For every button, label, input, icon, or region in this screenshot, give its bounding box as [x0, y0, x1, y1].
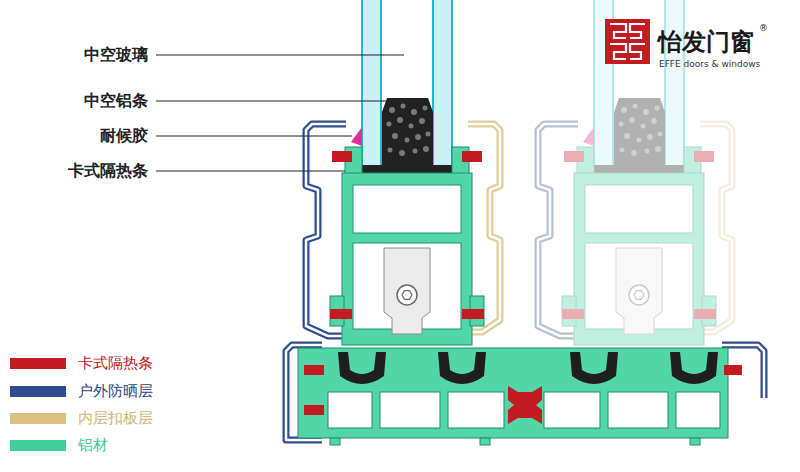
logo-pattern	[610, 44, 626, 59]
thermal-strip	[304, 365, 742, 424]
frame-chamber	[328, 392, 372, 428]
legend-swatch	[10, 413, 66, 424]
frame-chamber	[544, 392, 600, 428]
legend-label: 内层扣板层	[78, 407, 153, 429]
part-label: 中空玻璃	[84, 45, 148, 64]
thermal-strip	[304, 365, 324, 375]
leader-line	[156, 135, 352, 136]
thermal-strip	[724, 365, 742, 375]
frame-foot	[480, 438, 490, 445]
part-label: 卡式隔热条	[68, 161, 148, 180]
legend-swatch	[10, 440, 66, 451]
frame-chamber	[448, 392, 504, 428]
thermal-strip	[508, 386, 542, 424]
legend-swatch	[10, 386, 66, 397]
logo-pattern	[630, 44, 645, 59]
logo-pattern	[630, 24, 645, 38]
rubber-gasket	[338, 352, 718, 384]
logo-pattern	[610, 24, 626, 38]
logo-square	[605, 19, 650, 64]
legend-label: 户外防晒层	[78, 380, 153, 402]
logo-pattern	[610, 24, 645, 59]
legend-label: 卡式隔热条	[78, 352, 153, 374]
leader-line	[156, 54, 404, 55]
frame-body	[298, 348, 728, 438]
rubber-gasket	[338, 352, 386, 384]
rubber-gasket	[570, 352, 618, 384]
frame-foot	[690, 438, 700, 445]
frame-chamber	[608, 392, 668, 428]
leader-line	[156, 100, 386, 101]
sash-profile	[306, 0, 500, 345]
leader-line	[156, 170, 345, 171]
brand-slogan: EFFE doors & windows	[659, 59, 760, 70]
thermal-strip	[304, 405, 324, 415]
frame-chamber	[380, 392, 440, 428]
rubber-gasket	[438, 352, 486, 384]
part-label: 中空铝条	[84, 91, 148, 110]
frame-chamber	[676, 392, 720, 428]
brand-name: 怡发门窗	[658, 28, 754, 57]
rubber-gasket	[670, 352, 718, 384]
part-label: 耐候胶	[100, 126, 148, 145]
frame-foot	[330, 438, 340, 445]
leader-line	[156, 55, 404, 171]
aluminium-frame	[286, 345, 764, 445]
trademark-symbol: ®	[759, 23, 768, 34]
logo-mark	[605, 19, 650, 64]
legend-swatch	[10, 358, 66, 369]
legend-label: 铝材	[78, 434, 108, 456]
